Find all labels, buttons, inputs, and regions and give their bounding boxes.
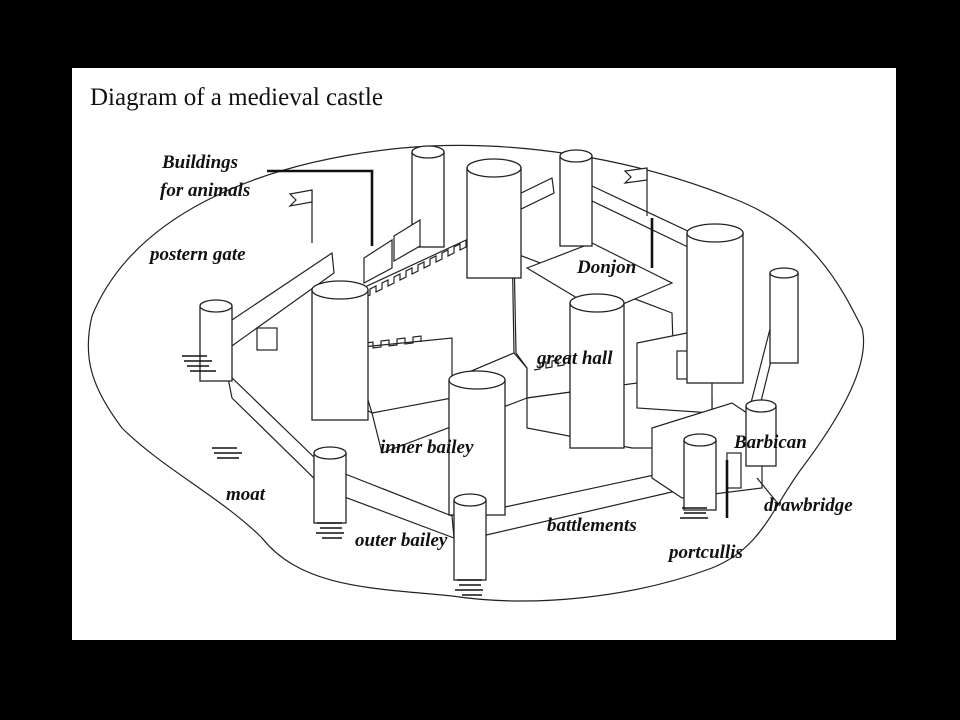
label-postern-gate: postern gate bbox=[148, 244, 246, 265]
tower-donjon bbox=[686, 223, 744, 384]
label-buildings-line2: for animals bbox=[160, 180, 250, 201]
diagram-panel: Buildings for animals postern gate Donjo… bbox=[72, 68, 896, 640]
tower-outer-west bbox=[313, 446, 347, 524]
tower-east bbox=[769, 267, 799, 364]
inner-castle bbox=[351, 227, 713, 454]
flags bbox=[288, 167, 648, 243]
diagram-title: Diagram of a medieval castle bbox=[90, 84, 383, 111]
label-portcullis: portcullis bbox=[667, 542, 743, 563]
animal-buildings bbox=[256, 218, 421, 351]
tower-back-center bbox=[466, 158, 522, 279]
towers bbox=[199, 145, 799, 581]
tower-barbican-left bbox=[683, 433, 717, 511]
label-outer-bailey: outer bailey bbox=[355, 530, 448, 551]
label-moat: moat bbox=[226, 484, 266, 505]
moat-outline bbox=[87, 144, 865, 602]
tower-back-right bbox=[559, 149, 593, 247]
label-great-hall: great hall bbox=[536, 348, 613, 369]
drawbridge-leader bbox=[756, 477, 781, 507]
water-hatching bbox=[182, 355, 708, 596]
tower-inner-west bbox=[311, 280, 369, 421]
label-inner-bailey: inner bailey bbox=[380, 437, 474, 458]
buildings-leader bbox=[267, 169, 374, 246]
label-donjon: Donjon bbox=[576, 257, 636, 278]
label-barbican: Barbican bbox=[733, 432, 807, 453]
label-buildings-line1: Buildings bbox=[161, 152, 238, 173]
tower-outer-front bbox=[453, 493, 487, 581]
label-drawbridge: drawbridge bbox=[764, 495, 853, 516]
labels: Buildings for animals postern gate Donjo… bbox=[148, 152, 853, 563]
tower-inner-front bbox=[448, 370, 506, 516]
tower-barbican-right bbox=[745, 399, 777, 467]
tower-nw-wall bbox=[199, 299, 233, 382]
label-battlements: battlements bbox=[547, 515, 637, 536]
castle-illustration: Buildings for animals postern gate Donjo… bbox=[87, 144, 865, 602]
tower-great-hall bbox=[569, 293, 625, 449]
leader-lines bbox=[267, 169, 781, 518]
